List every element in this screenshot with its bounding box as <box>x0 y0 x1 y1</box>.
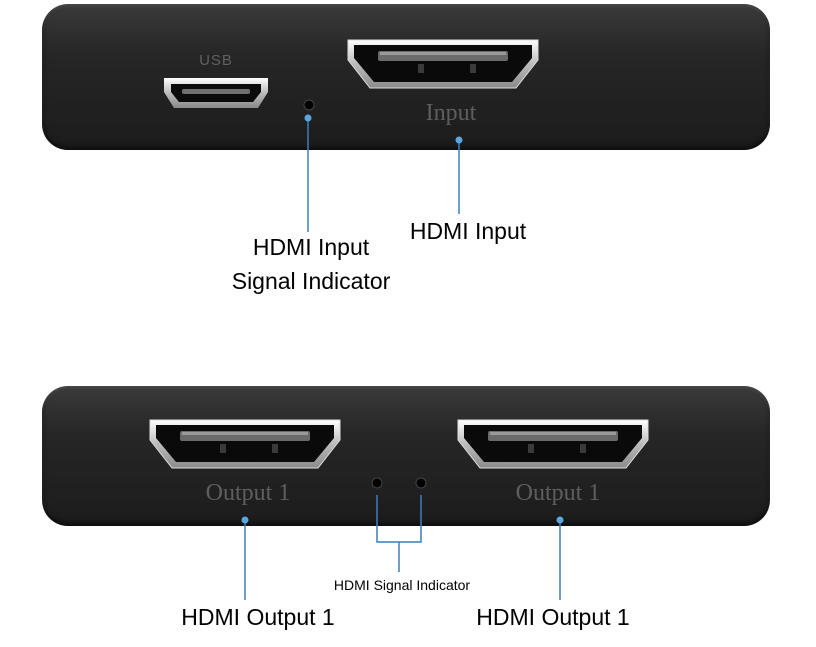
usb-port-label: USB <box>199 52 233 69</box>
input-port-label: Input <box>425 100 477 126</box>
hdmi-input-port <box>347 39 539 89</box>
callout-indicator-line2: Signal Indicator <box>231 268 391 294</box>
callout-hdmi-signal-indicator: HDMI Signal Indicator <box>333 577 471 593</box>
hdmi-output-right-port <box>457 419 649 469</box>
leader-dot-output-right <box>556 516 564 524</box>
callout-input-signal-indicator: HDMI Input Signal Indicator <box>232 230 391 298</box>
signal-led-right <box>415 477 427 489</box>
output-right-port-label: Output 1 <box>515 480 601 506</box>
usb-port <box>164 78 268 108</box>
leader-dot-hdmi-input <box>455 136 463 144</box>
callout-hdmi-output-right: HDMI Output 1 <box>476 604 630 630</box>
leader-dot-indicator <box>304 114 312 122</box>
leader-signal-bracket <box>376 495 422 543</box>
callout-hdmi-output-left: HDMI Output 1 <box>181 604 335 630</box>
callout-indicator-line1: HDMI Input <box>252 234 370 260</box>
hdmi-output-left-port <box>149 419 341 469</box>
callout-hdmi-input: HDMI Input <box>409 218 527 244</box>
input-signal-led <box>303 99 315 111</box>
leader-dot-output-left <box>241 516 249 524</box>
signal-led-left <box>371 477 383 489</box>
output-left-port-label: Output 1 <box>205 480 291 506</box>
